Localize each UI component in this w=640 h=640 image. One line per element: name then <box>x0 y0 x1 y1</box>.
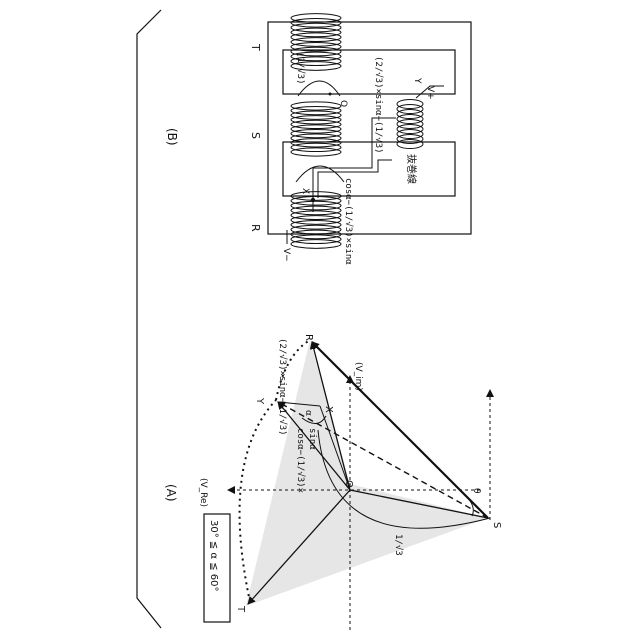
v-minus-label: V− <box>281 248 291 262</box>
phase-label-s: S <box>249 132 262 139</box>
coil-s <box>291 102 341 156</box>
panel-b-label: (B) <box>165 128 179 146</box>
axis-re-label: (V_Re) <box>198 478 208 507</box>
phase-label-r: R <box>249 224 262 232</box>
v-plus-label: V+ <box>425 86 435 100</box>
point-r-label: R <box>303 334 314 341</box>
panel-a-label: (A) <box>164 484 178 502</box>
theta-label: θ <box>471 488 481 494</box>
bracket-line-left <box>137 10 161 628</box>
point-x-label: X <box>300 188 310 194</box>
coil-r <box>291 192 341 249</box>
expr-mid: (2/√3)×sinα−(1/√3) <box>373 56 384 154</box>
point-t-label: T <box>235 605 246 613</box>
expr-top: (2/√3)×sinα−(1/√3) <box>277 338 288 436</box>
point-y-label: Y <box>412 77 422 84</box>
expr-sin: sinα <box>307 428 317 450</box>
point-x-label-a: X <box>323 406 334 413</box>
point-o-label: O <box>338 100 348 107</box>
panel-a: (A) 30° ≦ α ≦ 60° (V_Re) (V_im) T R S <box>164 334 502 630</box>
tap-winding-label: 抜巻線 <box>405 154 418 184</box>
expr-bottom: cosα−(1/√3)×sinα <box>343 178 354 265</box>
alpha-label: α <box>303 410 313 416</box>
length-label-1-sqrt3: 1/√3 <box>393 534 404 556</box>
tap-winding-coil <box>397 100 423 149</box>
phase-label-t: T <box>249 43 262 51</box>
panel-b: (B) T S R V− X O Y V+ (1/√3) <box>165 14 471 266</box>
point-o-marker <box>329 93 332 96</box>
point-o-label-a: O <box>343 480 354 488</box>
angle-range-text: 30° ≦ α ≦ 60° <box>208 520 219 592</box>
point-y-label-a: Y <box>254 397 265 405</box>
coil-t-fraction-label: (1/√3) <box>295 52 306 85</box>
expr-cos: cosα−(1/√3)× <box>295 428 306 493</box>
point-s-label: S <box>491 522 502 528</box>
